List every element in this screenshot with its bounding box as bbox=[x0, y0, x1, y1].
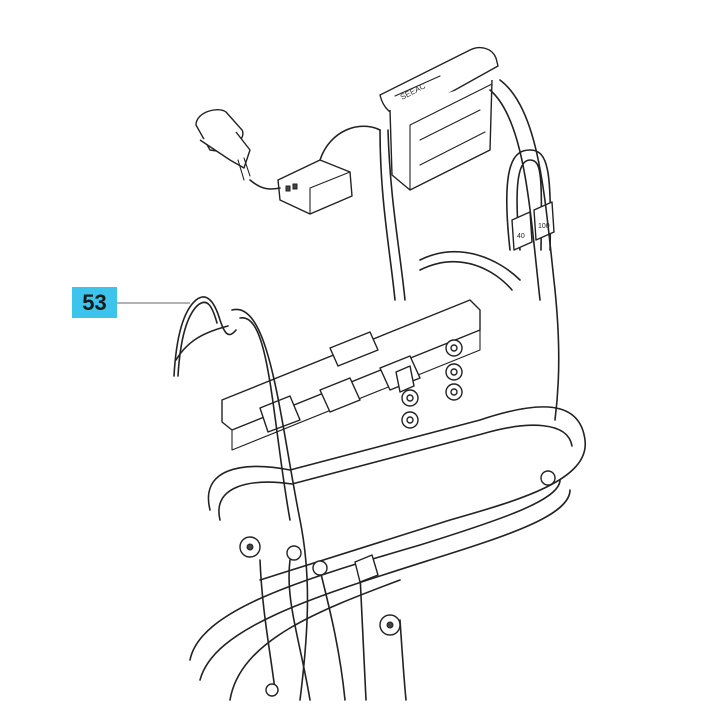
harness-wires bbox=[189, 129, 586, 701]
connector-label-100: 100 bbox=[538, 223, 550, 230]
grommets-and-bolts bbox=[239, 470, 556, 697]
callout-label-53: 53 bbox=[72, 287, 117, 318]
control-box: SEEAC bbox=[379, 46, 499, 191]
part-53-wire-loop bbox=[173, 296, 237, 377]
connector-label-40: 40 bbox=[517, 233, 525, 240]
round-plug-connector bbox=[195, 108, 251, 181]
fuse-relay-board bbox=[221, 299, 481, 451]
relay-connector bbox=[249, 125, 381, 215]
labeled-connectors: 40 100 bbox=[489, 79, 560, 421]
